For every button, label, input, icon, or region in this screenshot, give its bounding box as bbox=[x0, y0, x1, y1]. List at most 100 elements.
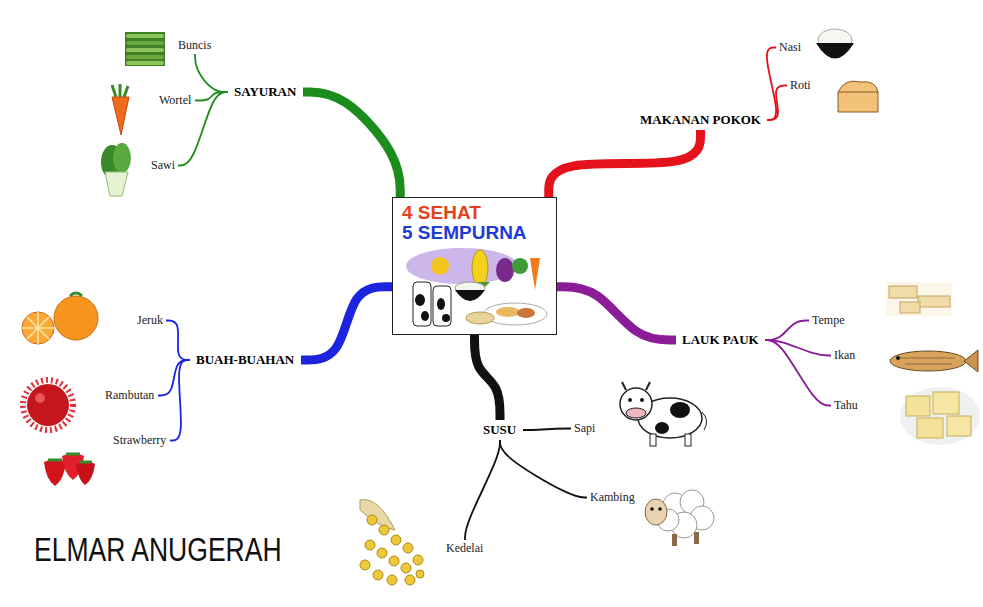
cow-picture bbox=[685, 434, 691, 446]
strawberry-picture bbox=[76, 461, 95, 485]
node-text: Tahu bbox=[834, 398, 858, 413]
carrot-picture bbox=[112, 97, 129, 135]
branch-label: SUSU bbox=[477, 420, 523, 440]
node-text: Rambutan bbox=[105, 388, 155, 403]
tofu-picture bbox=[947, 416, 971, 436]
sub-branch bbox=[523, 429, 571, 431]
soybean-picture bbox=[377, 548, 387, 558]
orange-picture bbox=[22, 312, 54, 344]
center-food-picture bbox=[433, 286, 451, 326]
cow-picture bbox=[622, 382, 650, 390]
bread-picture bbox=[838, 81, 878, 112]
sub-branch bbox=[767, 48, 776, 121]
branch-label: SAYURAN bbox=[228, 82, 303, 102]
sub-branch bbox=[158, 360, 190, 396]
tempe-picture bbox=[918, 296, 950, 307]
node-text: Wortel bbox=[159, 93, 192, 108]
cow-picture bbox=[650, 434, 656, 446]
center-food-picture bbox=[421, 311, 429, 321]
sheep-picture bbox=[672, 534, 677, 546]
center-food-picture bbox=[413, 282, 431, 326]
sub-branch bbox=[765, 321, 809, 341]
center-food-picture bbox=[517, 308, 535, 318]
fish-picture bbox=[896, 356, 900, 360]
tofu-picture bbox=[900, 387, 980, 445]
cow-picture bbox=[640, 398, 644, 402]
cow-picture bbox=[628, 398, 632, 402]
soybean-picture bbox=[413, 555, 423, 565]
node-text: Kedelai bbox=[446, 541, 484, 556]
beans-picture bbox=[126, 41, 164, 45]
center-food-picture bbox=[466, 312, 494, 324]
soybean-picture bbox=[416, 570, 424, 578]
center-topic: 4 SEHAT5 SEMPURNA bbox=[392, 197, 557, 335]
bread-picture bbox=[838, 81, 878, 112]
carrot-picture bbox=[112, 84, 129, 135]
node-text: Roti bbox=[790, 78, 811, 93]
tofu-picture bbox=[933, 392, 959, 414]
leaf-label: Ikan bbox=[831, 347, 859, 364]
center-food-picture bbox=[483, 303, 547, 325]
node-text: Strawberry bbox=[113, 433, 167, 448]
center-food-picture bbox=[530, 258, 540, 290]
soybean-picture bbox=[403, 543, 413, 553]
sheep-picture bbox=[645, 490, 714, 546]
soybean-picture bbox=[367, 515, 377, 525]
main-branch bbox=[549, 130, 701, 197]
sub-branch bbox=[170, 360, 190, 441]
rice-bowl-picture bbox=[816, 43, 854, 59]
beans-picture bbox=[126, 34, 164, 38]
rambutan-picture bbox=[35, 393, 45, 403]
author-name: ELMAR ANUGERAH bbox=[34, 530, 282, 569]
rice-bowl-picture bbox=[816, 29, 854, 59]
center-food-picture bbox=[512, 258, 528, 274]
center-food-picture bbox=[496, 258, 514, 282]
branch-label: MAKANAN POKOK bbox=[634, 110, 767, 130]
main-branch bbox=[301, 287, 392, 360]
strawberry-picture bbox=[44, 453, 95, 486]
rambutan-picture bbox=[23, 380, 73, 430]
center-food-picture bbox=[442, 314, 450, 322]
center-food-picture bbox=[455, 290, 485, 301]
center-food-picture bbox=[437, 298, 445, 310]
soybean-picture bbox=[360, 500, 395, 530]
node-text: Kambing bbox=[590, 490, 635, 505]
soybean-picture bbox=[389, 556, 399, 566]
orange-picture bbox=[70, 293, 82, 296]
sub-branch bbox=[195, 54, 228, 92]
tofu-picture bbox=[906, 396, 930, 416]
strawberry-picture bbox=[44, 459, 66, 486]
bread-picture bbox=[838, 92, 878, 93]
node-text: 4 SEHAT bbox=[402, 203, 547, 223]
node-text: 5 SEMPURNA bbox=[402, 223, 547, 243]
leaf-label: Kedelai bbox=[443, 540, 487, 557]
tempe-picture bbox=[900, 302, 920, 313]
center-food-picture bbox=[496, 307, 520, 317]
orange-picture bbox=[22, 293, 98, 344]
node-text: Sapi bbox=[574, 421, 596, 436]
leaf-label: Tempe bbox=[809, 312, 848, 329]
cow-picture bbox=[655, 422, 669, 434]
leaf-label: Sapi bbox=[571, 420, 599, 437]
soybean-picture bbox=[360, 500, 424, 585]
carrot-picture bbox=[112, 84, 128, 97]
soybean-picture bbox=[360, 560, 370, 570]
rambutan-picture bbox=[23, 380, 73, 430]
tofu-picture bbox=[900, 387, 980, 445]
sub-branch bbox=[500, 440, 587, 498]
beans-picture bbox=[126, 48, 164, 52]
leaf-label: Rambutan bbox=[102, 387, 158, 404]
bokchoy-picture bbox=[101, 143, 131, 196]
leaf-label: Roti bbox=[787, 77, 814, 94]
center-food-picture bbox=[415, 294, 425, 306]
sub-branch bbox=[767, 86, 787, 121]
sheep-picture bbox=[658, 507, 662, 511]
sub-branch bbox=[765, 340, 831, 406]
fish-picture bbox=[964, 350, 978, 372]
branch-label: LAUK PAUK bbox=[676, 330, 765, 350]
tempe-picture bbox=[889, 286, 917, 298]
tempe-picture bbox=[886, 282, 952, 316]
